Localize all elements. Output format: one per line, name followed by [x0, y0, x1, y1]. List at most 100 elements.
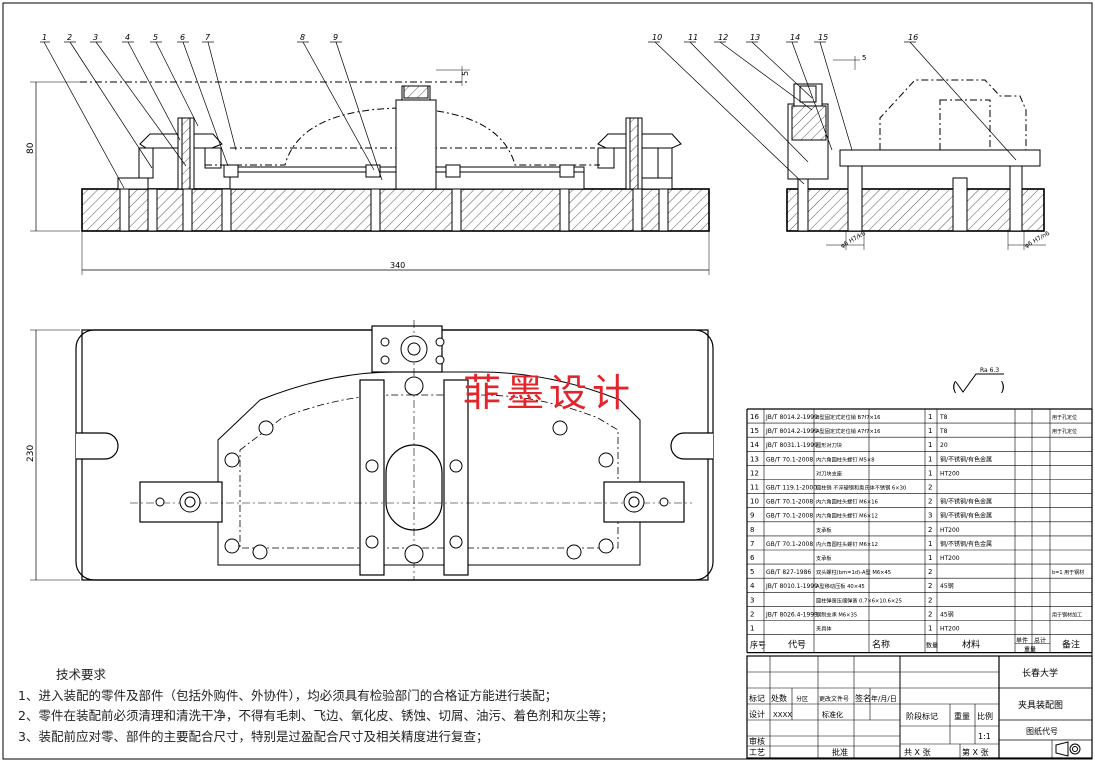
- bom-row-code: GB/T 827-1986: [766, 569, 811, 576]
- bom-row-material: HT200: [940, 470, 960, 477]
- bom-row-no: 3: [750, 596, 754, 604]
- bom-row-qty: 2: [928, 610, 932, 618]
- bom-row-no: 1: [750, 625, 754, 633]
- bom-header-total: 总计: [1034, 637, 1046, 645]
- bom-row-qty: 1: [928, 441, 932, 449]
- bom-row-material: 钢/不锈钢/有色金属: [940, 540, 992, 548]
- side-view: [786, 56, 1046, 250]
- bom-header-note: 备注: [1062, 639, 1080, 651]
- bom-row-name: 圆柱销 不淬硬钢和奥氏体不锈钢 6×30: [816, 484, 906, 492]
- roughness-value: Ra 6.3: [980, 367, 999, 374]
- dim-side: 5: [862, 54, 866, 62]
- tb-scale-val: 1:1: [978, 732, 991, 741]
- tb-sheets-total: 共 X 张: [904, 748, 931, 757]
- bom-row-name: 钢制支承 M6×35: [816, 610, 857, 618]
- bom-row-qty: 2: [928, 484, 932, 492]
- plan-view: [30, 320, 714, 581]
- bom-row-name: 内六角圆柱头螺钉 M6×16: [816, 498, 878, 506]
- callout-7: 7: [205, 33, 211, 42]
- tech-title: 技术要求: [56, 667, 107, 682]
- bom-row-material: 45钢: [940, 582, 954, 590]
- bom-row-name: A型移动压板 40×45: [816, 582, 865, 590]
- bom-row-name: 内六角圆柱头螺钉 M6×12: [816, 512, 878, 520]
- bom-row-no: 7: [750, 540, 754, 548]
- bom-row-qty: 2: [928, 568, 932, 576]
- tb-date: 年/月/日: [871, 694, 897, 703]
- bom-row-name: A型固定式定位销 A7f7×16: [816, 427, 880, 435]
- bom-header-no: 序号: [750, 640, 766, 650]
- bom-row-material: 钢/不锈钢/有色金属: [940, 455, 992, 463]
- tb-marks: 标记: [749, 693, 765, 703]
- bom-row-no: 4: [750, 582, 755, 590]
- callout-leaders-front: [40, 41, 383, 189]
- bom-row-qty: 2: [928, 526, 932, 534]
- bom-row-code: GB/T 70.1-2008: [766, 513, 813, 520]
- bom-row-no: 2: [750, 610, 754, 618]
- bom-row-code: JB/T 8026.4-1999: [765, 611, 818, 618]
- callout-3: 3: [93, 33, 98, 42]
- bom-header-qty: 数量: [926, 642, 938, 650]
- tech-item-2: 2、零件在装配前必须清理和清洗干净，不得有毛刺、飞边、氧化皮、锈蚀、切屑、油污、…: [18, 708, 614, 723]
- bom-header-unit: 单件: [1016, 637, 1028, 645]
- bom-row-qty: 2: [928, 498, 932, 506]
- bom-row-name: 支承板: [816, 554, 832, 562]
- callout-2: 2: [67, 33, 72, 42]
- bom-row-no: 15: [750, 427, 759, 435]
- bom-row-material: 20: [940, 442, 948, 449]
- bom-header-name: 名称: [872, 639, 890, 651]
- bom-row-note: 用于孔定位: [1052, 414, 1077, 421]
- bom-row-name: 圆柱弹簧压缩弹簧 0.7×6×10.6×25: [816, 596, 902, 604]
- bom-row-name: B型固定式定位销 B7f7×16: [816, 413, 880, 421]
- bom-row-name: 双头螺柱(bm=1d)-A型 M6×45: [816, 568, 891, 576]
- dim-length-total: 340: [390, 261, 405, 270]
- bom-row-qty: 2: [928, 582, 932, 590]
- bom-row-name: 内六角圆柱头螺钉 M5×8: [816, 455, 875, 463]
- tb-standard: 标准化: [822, 710, 843, 719]
- tb-stage: 阶段标记: [906, 711, 938, 721]
- bom-row-code: JB/T 8010.1-1999: [765, 583, 818, 590]
- bom-row-qty: 1: [928, 554, 932, 562]
- bom-row-qty: 2: [928, 596, 932, 604]
- callout-12: 12: [718, 33, 728, 42]
- bom-row-qty: 1: [928, 455, 932, 463]
- bom-row-name: 圆形对刀块: [816, 441, 843, 449]
- tb-doc-no: 更改文件号: [819, 695, 849, 703]
- callout-leaders-side: [648, 41, 1017, 185]
- bom-header-code: 代号: [788, 640, 806, 651]
- bom-row-material: T8: [939, 428, 948, 435]
- tech-item-3: 3、装配前应对零、部件的主要配合尺寸，特别是过盈配合尺寸及相关精度进行复查；: [18, 728, 489, 744]
- bom-row-material: 钢/不锈钢/有色金属: [940, 498, 992, 506]
- callout-11: 11: [688, 33, 698, 42]
- title-block: [746, 655, 1093, 759]
- bom-row-code: JB/T 8014.2-1999: [765, 428, 818, 435]
- bom-row-code: GB/T 70.1-2008: [766, 541, 813, 548]
- callout-14: 14: [790, 33, 800, 42]
- bom-row-name: 对刀块支座: [816, 469, 842, 477]
- bom-row-code: JB/T 8031.1-1999: [765, 442, 818, 449]
- bom-row-no: 10: [750, 498, 759, 506]
- tb-process: 工艺: [749, 748, 765, 757]
- bom-row-note: 用于钢材加工: [1052, 611, 1082, 618]
- tb-drawing-code-label: 图纸代号: [1026, 726, 1058, 736]
- bom-row-no: 14: [750, 441, 759, 449]
- bom-row-material: T8: [939, 414, 948, 421]
- front-view: [30, 66, 710, 275]
- callout-5: 5: [153, 33, 158, 42]
- bom-row-no: 12: [750, 469, 759, 477]
- callout-9: 9: [333, 33, 338, 42]
- bom-row-name: 内六角圆柱头螺钉 M6×12: [816, 540, 878, 548]
- bom-row-material: HT200: [940, 527, 960, 534]
- bom-row-note: b=1 用于钢材: [1052, 569, 1084, 576]
- bom-header-weight: 重量: [1024, 646, 1036, 654]
- bom-header-material: 材料: [962, 639, 980, 651]
- dim-height-front: 80: [26, 142, 36, 154]
- bom-row-no: 9: [750, 512, 754, 520]
- bom-row-material: 45钢: [940, 610, 954, 618]
- bom-row-no: 8: [750, 526, 754, 534]
- watermark: 菲墨设计: [463, 371, 636, 415]
- bom-row-material: HT200: [940, 626, 960, 633]
- tb-scale: 比例: [977, 711, 993, 721]
